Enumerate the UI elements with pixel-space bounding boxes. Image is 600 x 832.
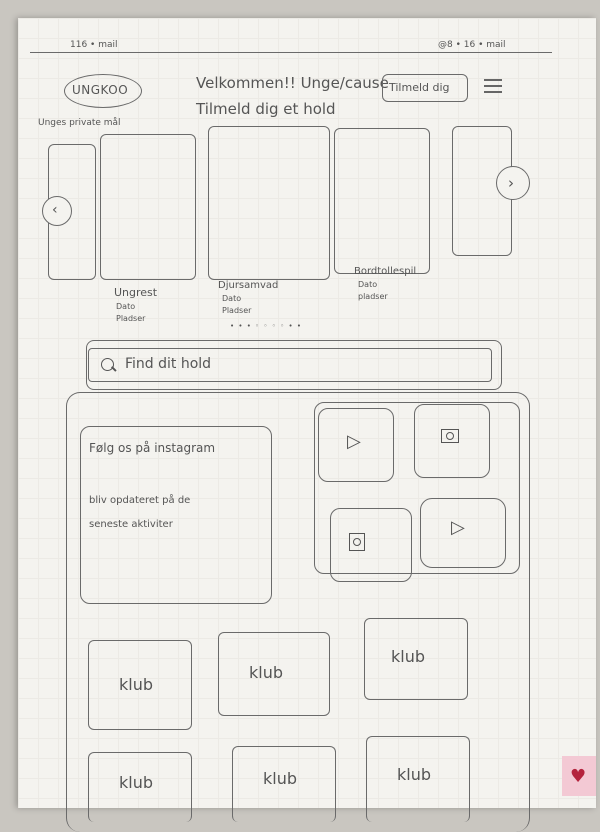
carousel-next-button[interactable]: › bbox=[496, 166, 530, 200]
event-title: Bordtollespil bbox=[354, 266, 417, 277]
topbar-divider bbox=[30, 52, 552, 53]
search-icon-handle bbox=[111, 366, 117, 372]
event-date: Dato bbox=[358, 280, 378, 289]
club-card[interactable]: klub bbox=[232, 746, 336, 822]
club-label: klub bbox=[249, 663, 284, 682]
media-tile-1[interactable]: ▷ bbox=[318, 408, 394, 482]
topbar-right-text: @8 • 16 • mail bbox=[438, 40, 506, 50]
welcome-line-2: Tilmeld dig et hold bbox=[196, 100, 336, 118]
media-tile-4[interactable]: ▷ bbox=[420, 498, 506, 568]
signup-button[interactable]: Tilmeld dig bbox=[382, 74, 468, 102]
media-tile-2[interactable] bbox=[414, 404, 490, 478]
club-label: klub bbox=[119, 773, 154, 792]
tagline: Unges private mål bbox=[38, 118, 121, 128]
chevron-left-icon: ‹ bbox=[52, 202, 58, 218]
content-section bbox=[66, 392, 530, 832]
hamburger-icon[interactable] bbox=[484, 78, 502, 94]
topbar-left-text: 116 • mail bbox=[70, 40, 118, 50]
event-place: Pladser bbox=[222, 306, 252, 315]
welcome-line-1: Velkommen!! Unge/cause bbox=[196, 74, 389, 92]
event-place: pladser bbox=[358, 292, 388, 301]
club-card[interactable]: klub bbox=[366, 736, 470, 822]
instagram-text-line-1: bliv opdateret på de bbox=[89, 495, 191, 506]
club-label: klub bbox=[119, 675, 154, 694]
signup-button-label: Tilmeld dig bbox=[389, 81, 450, 94]
club-label: klub bbox=[391, 647, 426, 666]
image-icon bbox=[441, 429, 459, 443]
event-card-3[interactable] bbox=[334, 128, 430, 274]
search-input[interactable]: Find dit hold bbox=[88, 348, 492, 382]
image-icon bbox=[349, 533, 365, 551]
media-grid bbox=[314, 402, 520, 574]
club-label: klub bbox=[397, 765, 432, 784]
search-bar-outer bbox=[86, 340, 502, 390]
instagram-text-line-2: seneste aktiviter bbox=[89, 519, 173, 530]
search-icon bbox=[101, 358, 114, 371]
logo[interactable]: UNGKOO bbox=[64, 74, 142, 108]
media-tile-3[interactable] bbox=[330, 508, 412, 582]
club-card[interactable]: klub bbox=[218, 632, 330, 716]
logo-text: UNGKOO bbox=[72, 83, 129, 97]
event-card-1[interactable] bbox=[100, 134, 196, 280]
carousel-prev-button[interactable]: ‹ bbox=[42, 196, 72, 226]
instagram-title: Følg os på instagram bbox=[89, 441, 216, 455]
club-card[interactable]: klub bbox=[88, 640, 192, 730]
event-date: Dato bbox=[222, 294, 242, 303]
instagram-card[interactable]: Følg os på instagram bliv opdateret på d… bbox=[80, 426, 272, 604]
paper-sheet: 116 • mail @8 • 16 • mail UNGKOO Unges p… bbox=[18, 18, 596, 832]
play-icon: ▷ bbox=[347, 431, 361, 452]
club-card[interactable]: klub bbox=[364, 618, 468, 700]
event-card-2[interactable] bbox=[208, 126, 330, 280]
play-icon: ▷ bbox=[451, 517, 465, 538]
search-placeholder: Find dit hold bbox=[125, 356, 212, 372]
chevron-right-icon: › bbox=[508, 174, 514, 192]
club-card[interactable]: klub bbox=[88, 752, 192, 822]
heart-sticker: ♥ bbox=[562, 756, 596, 796]
event-title: Ungrest bbox=[114, 286, 158, 299]
pagination-dots[interactable]: • • • ◦ ◦ ◦ ◦ • • bbox=[230, 322, 302, 330]
club-label: klub bbox=[263, 769, 298, 788]
event-place: Pladser bbox=[116, 314, 146, 323]
event-title: Djursamvad bbox=[218, 280, 279, 291]
event-date: Dato bbox=[116, 302, 136, 311]
